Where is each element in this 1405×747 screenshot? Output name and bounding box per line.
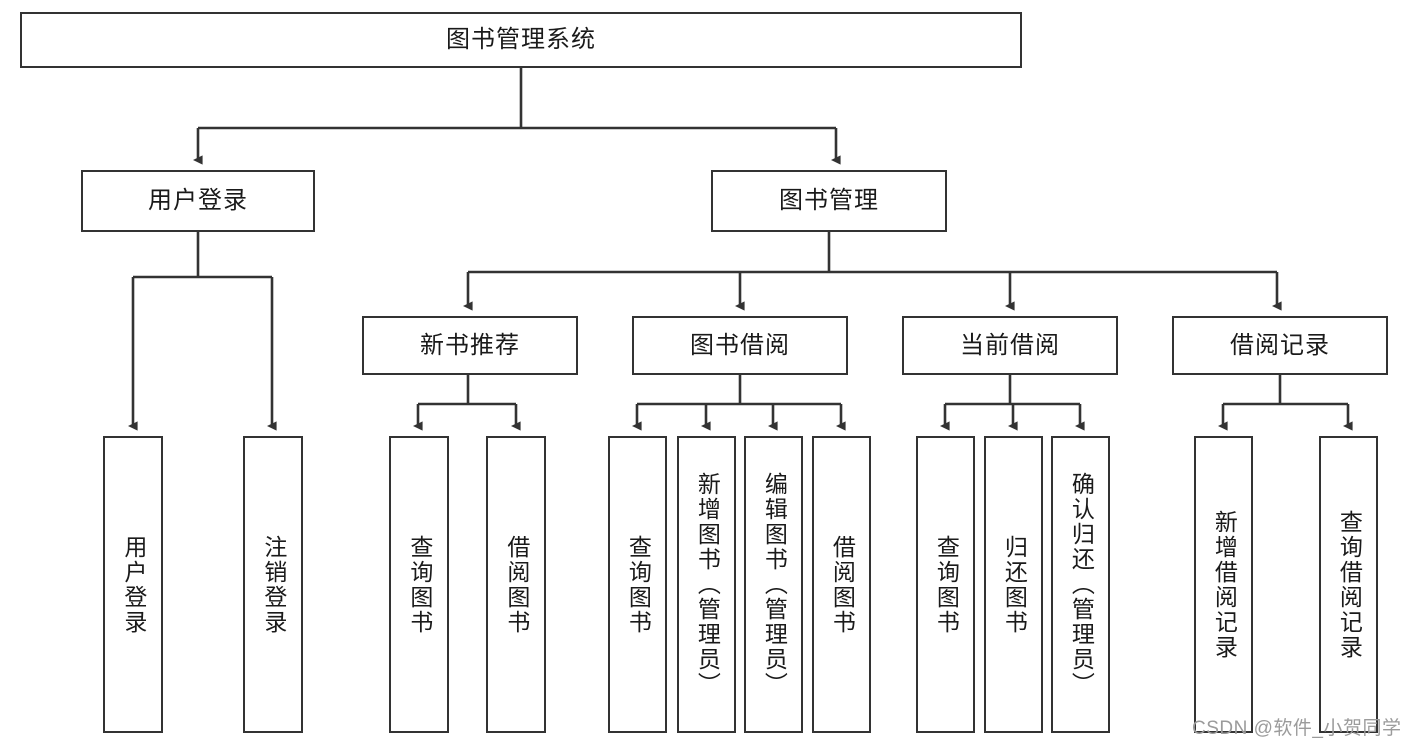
- node-user-login[interactable]: 用户登录: [81, 170, 315, 232]
- node-leaf-query-book-3[interactable]: 查询图书: [916, 436, 975, 733]
- node-leaf-logout-login-label: 注销登录: [260, 534, 287, 635]
- node-leaf-query-book-3-label: 查询图书: [933, 534, 960, 635]
- node-leaf-borrow-book-2[interactable]: 借阅图书: [812, 436, 871, 733]
- node-leaf-query-book-2-label: 查询图书: [625, 534, 652, 635]
- node-leaf-query-book-1-label: 查询图书: [406, 534, 433, 635]
- node-root-label: 图书管理系统: [446, 26, 596, 53]
- node-leaf-query-borrow-record-label: 查询借阅记录: [1336, 509, 1363, 660]
- node-leaf-edit-book[interactable]: 编辑图书（管理员）: [744, 436, 803, 733]
- node-leaf-add-borrow-record-label: 新增借阅记录: [1211, 509, 1238, 660]
- node-new-book-recommend-label: 新书推荐: [420, 331, 520, 359]
- node-leaf-user-login-label: 用户登录: [120, 534, 147, 635]
- node-book-manage-label: 图书管理: [779, 187, 879, 214]
- node-leaf-return-book-label: 归还图书: [1001, 534, 1028, 635]
- node-current-borrow[interactable]: 当前借阅: [902, 316, 1118, 375]
- node-leaf-query-book-2[interactable]: 查询图书: [608, 436, 667, 733]
- node-leaf-add-book[interactable]: 新增图书（管理员）: [677, 436, 736, 733]
- node-book-borrow-label: 图书借阅: [690, 331, 790, 359]
- node-borrow-record[interactable]: 借阅记录: [1172, 316, 1388, 375]
- node-leaf-confirm-return[interactable]: 确认归还（管理员）: [1051, 436, 1110, 733]
- node-leaf-edit-book-label: 编辑图书（管理员）: [761, 472, 788, 697]
- node-new-book-recommend[interactable]: 新书推荐: [362, 316, 578, 375]
- node-current-borrow-label: 当前借阅: [960, 331, 1060, 359]
- node-leaf-add-book-label: 新增图书（管理员）: [694, 472, 721, 697]
- node-book-manage[interactable]: 图书管理: [711, 170, 947, 232]
- node-leaf-borrow-book-1[interactable]: 借阅图书: [486, 436, 546, 733]
- node-borrow-record-label: 借阅记录: [1230, 331, 1330, 359]
- node-leaf-query-book-1[interactable]: 查询图书: [389, 436, 449, 733]
- node-leaf-return-book[interactable]: 归还图书: [984, 436, 1043, 733]
- node-book-borrow[interactable]: 图书借阅: [632, 316, 848, 375]
- node-root[interactable]: 图书管理系统: [20, 12, 1022, 68]
- node-leaf-query-borrow-record[interactable]: 查询借阅记录: [1319, 436, 1378, 733]
- node-leaf-user-login[interactable]: 用户登录: [103, 436, 163, 733]
- node-leaf-confirm-return-label: 确认归还（管理员）: [1068, 472, 1095, 697]
- node-leaf-logout-login[interactable]: 注销登录: [243, 436, 303, 733]
- node-leaf-borrow-book-1-label: 借阅图书: [503, 534, 530, 635]
- node-leaf-borrow-book-2-label: 借阅图书: [829, 534, 856, 635]
- node-leaf-add-borrow-record[interactable]: 新增借阅记录: [1194, 436, 1253, 733]
- csdn-watermark: CSDN @软件_小贺同学: [1192, 718, 1402, 739]
- node-user-login-label: 用户登录: [148, 187, 248, 214]
